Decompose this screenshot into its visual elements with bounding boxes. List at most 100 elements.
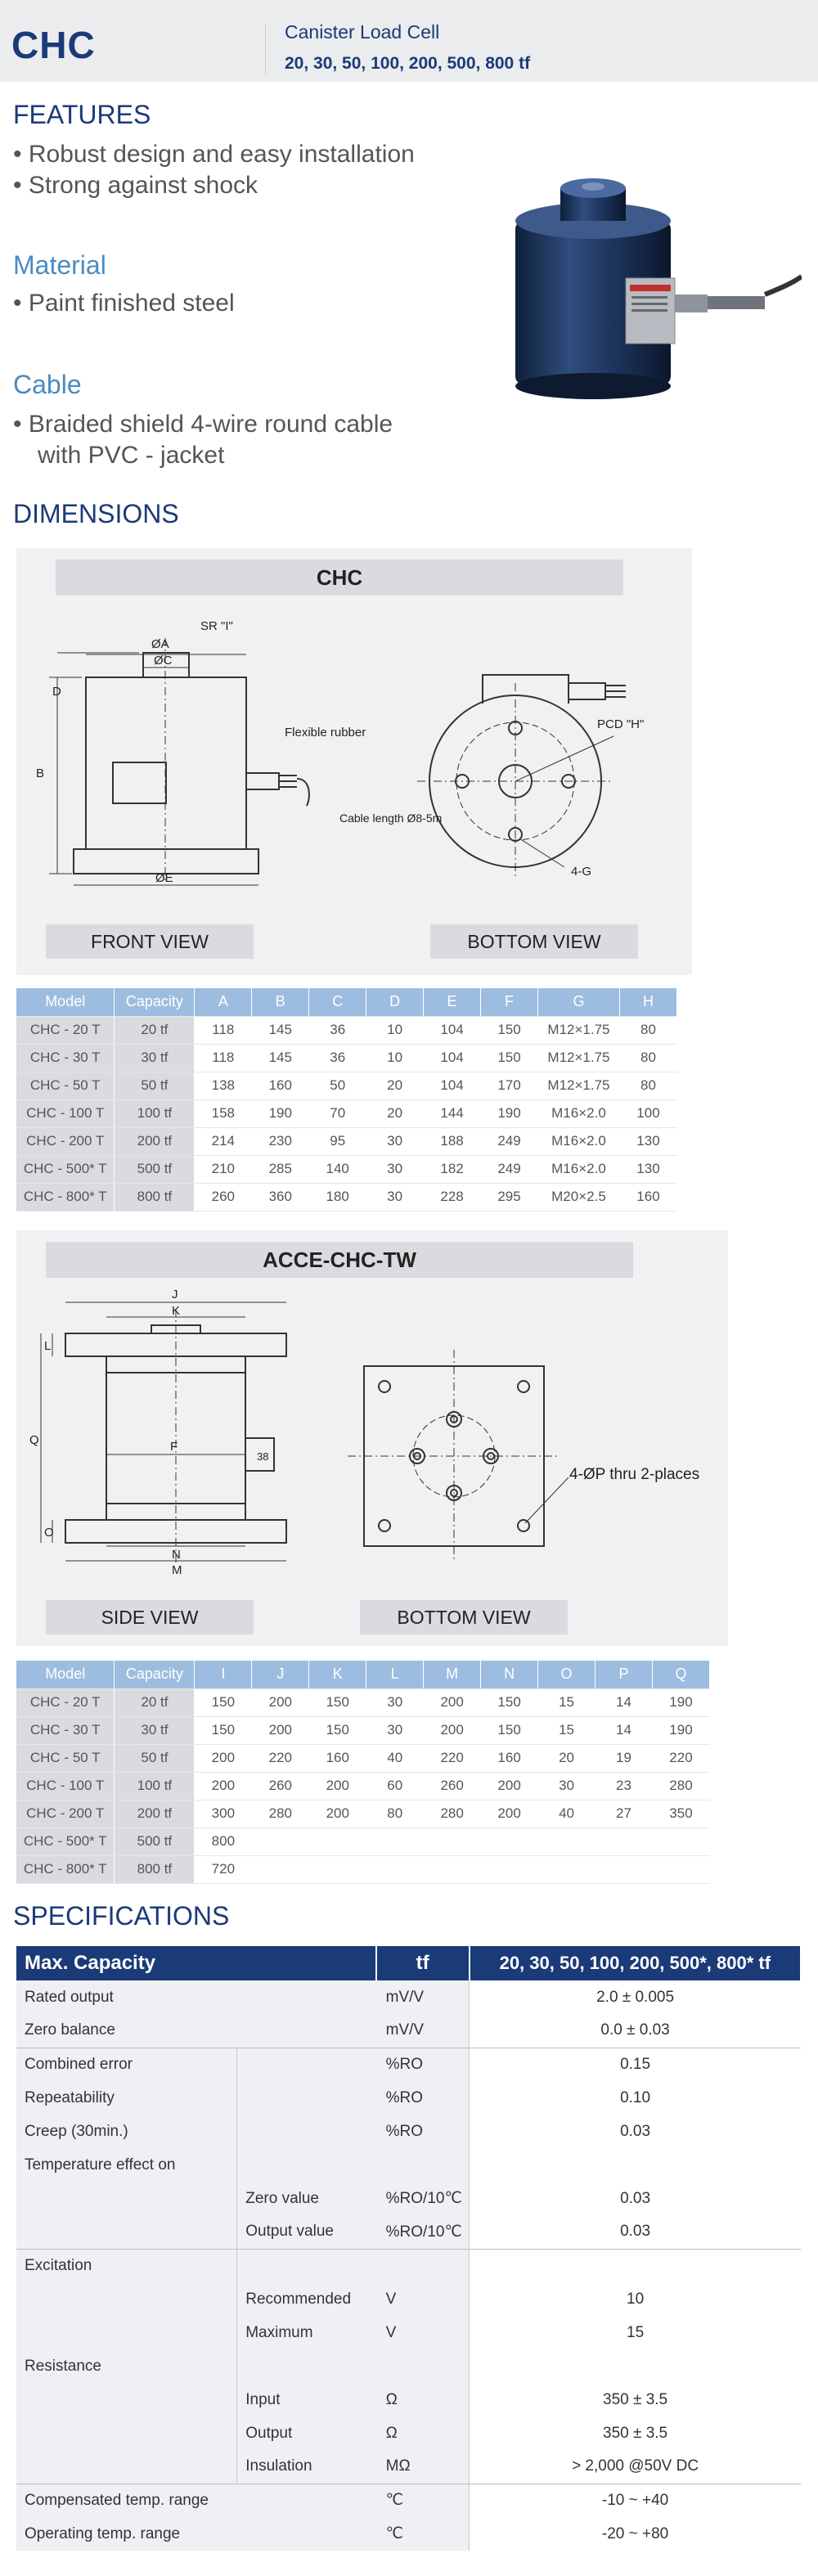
table-header-cell: G <box>537 988 620 1017</box>
spec-label-empty <box>16 2215 237 2249</box>
table-cell: 260 <box>423 1772 482 1801</box>
table-cell: 200 <box>480 1772 539 1801</box>
spec-label: Temperature effect on <box>16 2148 237 2182</box>
table-header-cell: Model <box>16 1661 115 1689</box>
table-cell: 15 <box>537 1716 596 1745</box>
bottom-view-label-acce: BOTTOM VIEW <box>360 1600 568 1634</box>
spec-row-input: Input Ω 350 ± 3.5 <box>16 2383 801 2416</box>
table-header-cell: L <box>366 1661 425 1689</box>
spec-row-rated-output: Rated output mV/V 2.0 ± 0.005 <box>16 1980 801 2014</box>
chc-technical-drawing: SR "I" ØA ØC D B ØE Flexible rubber Cabl… <box>36 619 644 886</box>
table-cell <box>423 1855 482 1884</box>
table-cell: 188 <box>423 1127 482 1156</box>
table-cell: CHC - 50 T <box>16 1744 115 1773</box>
table-cell: 249 <box>480 1127 538 1156</box>
table-cell <box>251 1827 310 1856</box>
table-cell: 200 tf <box>114 1800 196 1828</box>
spec-value: 0.03 <box>469 2115 801 2148</box>
table-cell: 10 <box>366 1044 425 1072</box>
spec-unit-empty <box>375 2148 470 2182</box>
table-cell: CHC - 800* T <box>16 1855 115 1884</box>
spec-value: 0.03 <box>469 2215 801 2249</box>
spec-unit: Ω <box>375 2416 470 2450</box>
spec-label-empty <box>16 2450 237 2484</box>
table-cell: 160 <box>251 1072 310 1100</box>
spec-sublabel: Recommended <box>236 2282 376 2316</box>
label-g: 4-G <box>571 865 591 879</box>
table-cell: M12×1.75 <box>537 1072 620 1100</box>
table-cell <box>537 1827 596 1856</box>
spec-value: 350 ± 3.5 <box>469 2416 801 2450</box>
spec-value: 0.10 <box>469 2081 801 2115</box>
spec-unit-empty <box>375 2248 470 2282</box>
table-cell: 190 <box>251 1099 310 1128</box>
label-pcd: PCD "H" <box>597 717 644 731</box>
spec-row-resistance: Resistance <box>16 2349 801 2383</box>
header-bar <box>0 0 818 82</box>
table-cell: 200 <box>423 1688 482 1717</box>
bottom-view-label: BOTTOM VIEW <box>430 924 638 959</box>
spec-row-operating-temp: Operating temp. range ℃ -20 ~ +80 <box>16 2517 801 2551</box>
table-cell: 30 <box>537 1772 596 1801</box>
spec-label: Repeatability <box>16 2081 237 2115</box>
table-header-cell: M <box>423 1661 482 1689</box>
spec-row-insulation: Insulation MΩ > 2,000 @50V DC <box>16 2450 801 2484</box>
label-e: ØE <box>155 871 173 885</box>
table-header-cell: J <box>251 1661 310 1689</box>
table-cell: 260 <box>194 1183 253 1212</box>
table-cell: 220 <box>652 1744 711 1773</box>
spec-row-creep: Creep (30min.) %RO 0.03 <box>16 2115 801 2148</box>
table-cell: 158 <box>194 1099 253 1128</box>
table-header-cell: F <box>480 988 538 1017</box>
table-cell: CHC - 50 T <box>16 1072 115 1100</box>
table-cell: 30 tf <box>114 1716 196 1745</box>
table-cell <box>480 1827 539 1856</box>
table-cell: CHC - 800* T <box>16 1183 115 1212</box>
label-sr: SR "I" <box>200 619 233 633</box>
spec-row-compensated-temp: Compensated temp. range ℃ -10 ~ +40 <box>16 2483 801 2517</box>
spec-unit-empty <box>375 2349 470 2383</box>
spec-sub-empty <box>236 2047 376 2081</box>
table-cell <box>423 1827 482 1856</box>
spec-label: Combined error <box>16 2047 237 2081</box>
spec-value: 10 <box>469 2282 801 2316</box>
chc-drawing-title: CHC <box>56 560 623 596</box>
table-cell: 80 <box>619 1016 678 1045</box>
table-cell: 720 <box>194 1855 253 1884</box>
table-cell: CHC - 20 T <box>16 1688 115 1717</box>
spec-value: 15 <box>469 2316 801 2349</box>
table-cell: 350 <box>652 1800 711 1828</box>
spec-sublabel: Input <box>236 2383 376 2416</box>
table-cell: CHC - 20 T <box>16 1016 115 1045</box>
table-cell: CHC - 200 T <box>16 1127 115 1156</box>
table-cell: 200 <box>194 1772 253 1801</box>
table-cell: 200 <box>251 1688 310 1717</box>
label-d: D <box>52 685 61 699</box>
table-cell: 40 <box>366 1744 425 1773</box>
table-header-cell: I <box>194 1661 253 1689</box>
table-cell: 300 <box>194 1800 253 1828</box>
product-type: Canister Load Cell <box>285 21 440 43</box>
table-cell: 150 <box>480 1688 539 1717</box>
table-cell: 260 <box>251 1772 310 1801</box>
spec-label-empty <box>16 2282 237 2316</box>
acce-drawing-panel <box>16 1230 728 1646</box>
table-cell: 104 <box>423 1016 482 1045</box>
table-cell: 150 <box>480 1016 538 1045</box>
table-cell: 150 <box>480 1716 539 1745</box>
table-cell: 160 <box>480 1744 539 1773</box>
table-cell <box>308 1855 367 1884</box>
table-cell: CHC - 30 T <box>16 1044 115 1072</box>
acce-technical-drawing: J K L Q F 38 O N M 4-ØP thru 2-places <box>29 1288 699 1577</box>
spec-row-recommended: Recommended V 10 <box>16 2282 801 2316</box>
label-o: O <box>44 1526 54 1540</box>
spec-row-temp-effect: Temperature effect on <box>16 2148 801 2182</box>
table-header-cell: O <box>537 1661 596 1689</box>
table-cell: CHC - 30 T <box>16 1716 115 1745</box>
